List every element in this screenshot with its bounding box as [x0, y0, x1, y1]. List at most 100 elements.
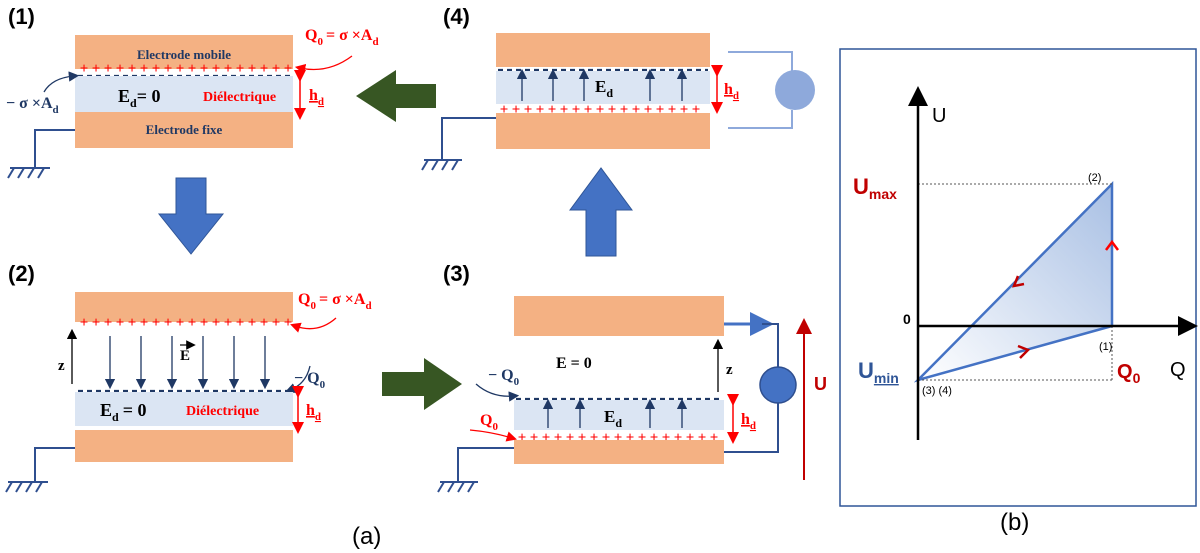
- ground-symbol-icon: [437, 481, 478, 493]
- plus-charges-row: ++++++++++++++++++: [80, 61, 293, 77]
- plus-charges-row: +++++++++++++++++: [500, 102, 701, 118]
- plus-charge: +: [260, 315, 269, 331]
- plus-charges-row: +++++++++++++++++: [518, 430, 719, 446]
- subfigure-a-label: (a): [352, 523, 381, 550]
- plus-charge: +: [644, 102, 653, 118]
- plus-charge: +: [188, 61, 197, 77]
- panel-3-label: (3): [443, 261, 470, 286]
- direction-chevron-up: [1105, 239, 1119, 251]
- neg-q0-label: − Q0: [488, 367, 520, 388]
- plus-charge: +: [164, 61, 173, 77]
- umax-label: Umax: [853, 174, 897, 202]
- plus-charge: +: [284, 61, 293, 77]
- q0-tick-label: Q0: [1117, 361, 1141, 386]
- plus-charge: +: [272, 61, 281, 77]
- ground-wire: [34, 129, 75, 168]
- direction-chevron-right: [1017, 344, 1031, 359]
- plus-charge: +: [212, 315, 221, 331]
- plus-charge: +: [530, 430, 539, 446]
- plus-charge: +: [656, 102, 665, 118]
- flow-arrow-4-to-1: [356, 70, 436, 122]
- mobile-electrode: [75, 35, 293, 69]
- hd-label: hd: [724, 81, 739, 102]
- panel-2: (2) ++++++++++++++++++ Q0= σ ×Ad z E − Q…: [5, 261, 372, 493]
- dielectric-layer: [75, 76, 293, 112]
- dielectrique-label: Diélectrique: [203, 90, 276, 105]
- circuit-wire: [728, 110, 793, 129]
- plus-charge: +: [674, 430, 683, 446]
- q0-pointer-arrow: [294, 55, 353, 75]
- plus-charge: +: [686, 430, 695, 446]
- dielectric-field-arrows: [516, 68, 688, 101]
- plus-charge: +: [164, 315, 173, 331]
- ground-symbol-icon: [421, 159, 462, 171]
- plus-charge: +: [128, 315, 137, 331]
- hd-label: hd: [309, 87, 324, 108]
- plus-charge: +: [152, 61, 161, 77]
- plus-charge: +: [524, 102, 533, 118]
- plus-charge: +: [584, 102, 593, 118]
- plus-charge: +: [152, 315, 161, 331]
- point-34-label: (3) (4): [922, 385, 952, 397]
- u-axis-label: U: [932, 105, 946, 127]
- hd-label: hd: [741, 411, 756, 432]
- plus-charge: +: [212, 61, 221, 77]
- ground-symbol-icon: [7, 167, 50, 179]
- q0-formula: Q0= σ ×Ad: [298, 291, 372, 312]
- plus-charge: +: [80, 315, 89, 331]
- plus-charge: +: [104, 61, 113, 77]
- plus-charge: +: [614, 430, 623, 446]
- plus-charge: +: [224, 315, 233, 331]
- plus-charge: +: [554, 430, 563, 446]
- plus-charge: +: [632, 102, 641, 118]
- plus-charge: +: [128, 61, 137, 77]
- circuit-wire: [762, 323, 779, 368]
- electrode-mobile-label: Electrode mobile: [137, 47, 231, 62]
- plus-charge: +: [620, 102, 629, 118]
- dielectric-layer: [496, 71, 710, 104]
- load-circle-icon: [775, 70, 815, 110]
- plus-charge: +: [596, 102, 605, 118]
- mobile-electrode: [75, 292, 293, 322]
- neg-q0-label: − Q0: [294, 370, 326, 391]
- plus-charge: +: [500, 102, 509, 118]
- plus-charge: +: [566, 430, 575, 446]
- fixed-electrode: [75, 112, 293, 148]
- dielectric-layer: [75, 392, 293, 426]
- plus-charge: +: [590, 430, 599, 446]
- q0-formula: Q0= σ ×Ad: [305, 27, 379, 48]
- plus-charge: +: [92, 315, 101, 331]
- e-zero-label: E = 0: [556, 355, 592, 372]
- ground-wire: [34, 447, 75, 482]
- plus-charge: +: [200, 315, 209, 331]
- plus-charge: +: [92, 61, 101, 77]
- plus-charges-row: ++++++++++++++++++: [80, 315, 293, 331]
- panel-4: (4) Ed +++++++++++++++++ hd: [421, 4, 815, 171]
- point-1-label: (1): [1099, 341, 1112, 353]
- plus-charge: +: [176, 315, 185, 331]
- umin-label: Umin: [858, 358, 899, 386]
- plus-charge: +: [116, 61, 125, 77]
- fixed-electrode: [496, 113, 710, 149]
- neg-charge-label: − σ ×Ad: [6, 95, 59, 116]
- q-axis-label: Q: [1170, 359, 1186, 381]
- q0-pointer-arrow: [290, 317, 337, 333]
- plus-charge: +: [284, 315, 293, 331]
- ground-wire: [441, 117, 496, 160]
- plus-charge: +: [536, 102, 545, 118]
- plus-charge: +: [578, 430, 587, 446]
- plus-charge: +: [638, 430, 647, 446]
- panel-1: (1) Electrode mobile ++++++++++++++++++ …: [6, 4, 379, 179]
- plus-charge: +: [188, 315, 197, 331]
- point-2-label: (2): [1088, 172, 1101, 184]
- u-label: U: [814, 374, 827, 394]
- plus-charge: +: [602, 430, 611, 446]
- plus-charge: +: [224, 61, 233, 77]
- panel-1-label: (1): [8, 4, 35, 29]
- direction-chevron-down-left: [1011, 275, 1025, 288]
- plus-charge: +: [608, 102, 617, 118]
- circuit-wire: [728, 51, 793, 72]
- plus-charge: +: [80, 61, 89, 77]
- ed-zero-label: Ed= 0: [118, 86, 160, 110]
- plus-charge: +: [692, 102, 701, 118]
